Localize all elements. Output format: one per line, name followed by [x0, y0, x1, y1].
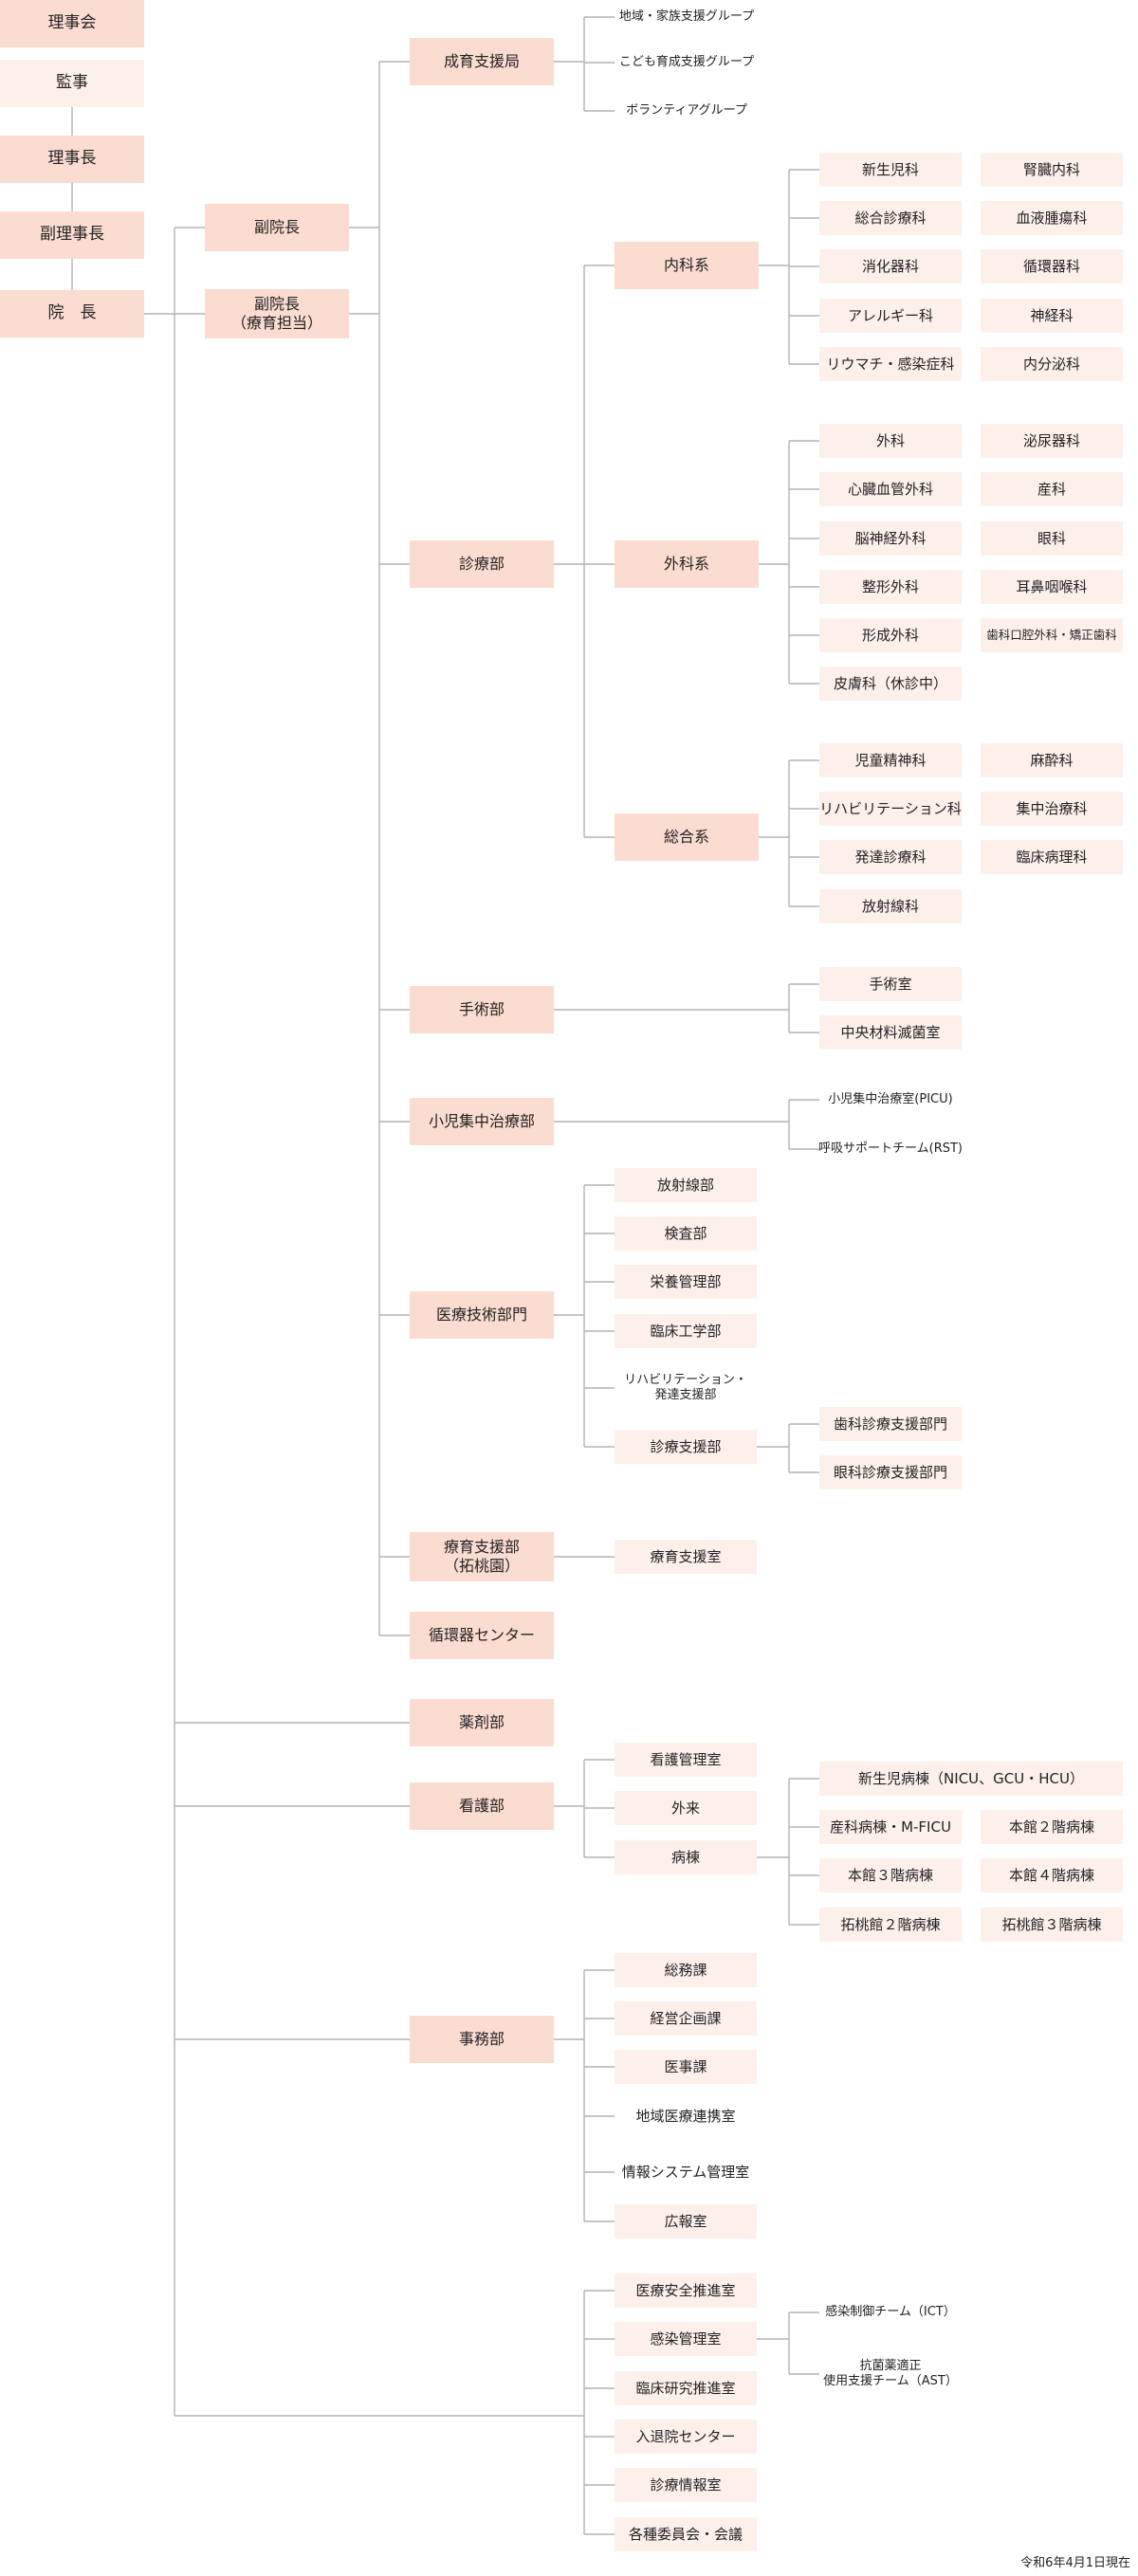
box-naika-dept: 循環器科: [981, 249, 1123, 283]
box-other-item: 感染管理室: [615, 2322, 757, 2356]
box-picu: 小児集中治療部: [410, 1098, 554, 1145]
box-other-item: 臨床研究推進室: [615, 2371, 757, 2405]
box-jimu-item: 広報室: [615, 2204, 757, 2238]
box-seiiku-group: ボランティアグループ: [615, 94, 759, 128]
box-other-item: 医療安全推進室: [615, 2274, 757, 2308]
box-iryogijutsu-item: 診療支援部: [615, 1430, 757, 1464]
box-naika-dept: 新生児科: [819, 153, 962, 187]
box-shujutsu: 手術部: [410, 986, 554, 1033]
box-yakuzai: 薬剤部: [410, 1699, 554, 1746]
box-seiiku-group: 地域・家族支援グループ: [615, 0, 759, 34]
box-shinryoshien-item: 眼科診療支援部門: [819, 1455, 962, 1489]
box-kango: 看護部: [410, 1782, 554, 1830]
box-jimu-item: 経営企画課: [615, 2001, 757, 2036]
box-jimu-item: 地域医療連携室: [615, 2099, 757, 2133]
box-naika-dept: 内分泌科: [981, 347, 1123, 381]
box-byoto-ward: 本館４階病棟: [981, 1858, 1123, 1892]
box-geka-dept: 産科: [981, 472, 1123, 506]
box-iryogijutsu: 医療技術部門: [410, 1291, 554, 1339]
box-jimu-item: 情報システム管理室: [615, 2155, 757, 2189]
box-naika-dept: 総合診療科: [819, 201, 962, 235]
box-kango-item: 病棟: [615, 1840, 757, 1874]
box-geka-dept: 皮膚科（休診中）: [819, 667, 962, 701]
box-geka: 外科系: [615, 540, 759, 588]
box-sogo-dept: リハビリテーション科: [819, 792, 962, 826]
box-ryoikushien-item: 療育支援室: [615, 1540, 757, 1574]
box-other-item: 各種委員会・会議: [615, 2517, 757, 2551]
date-footer: 令和6年4月1日現在: [1020, 2556, 1130, 2570]
box-jimu-item: 総務課: [615, 1953, 757, 1987]
box-shujutsu-item: 中央材料滅菌室: [819, 1015, 962, 1050]
box-iryogijutsu-item: 放射線部: [615, 1168, 757, 1202]
box-naika-dept: 血液腫瘍科: [981, 201, 1123, 235]
box-iryogijutsu-item: 栄養管理部: [615, 1265, 757, 1299]
box-byoto-ward: 本館３階病棟: [819, 1858, 962, 1892]
box-geka-dept: 整形外科: [819, 570, 962, 604]
box-geka-dept: 心臓血管外科: [819, 472, 962, 506]
box-junkanki: 循環器センター: [410, 1612, 554, 1659]
box-byoto-ward: 産科病棟・M-FICU: [819, 1810, 962, 1844]
box-rijicho: 理事長: [0, 136, 144, 183]
box-naika-dept: 消化器科: [819, 249, 962, 283]
box-kanji: 監事: [0, 60, 144, 107]
box-geka-dept: 形成外科: [819, 618, 962, 652]
box-shinryoshien-item: 歯科診療支援部門: [819, 1407, 962, 1441]
box-geka-dept: 脳神経外科: [819, 521, 962, 556]
box-iryogijutsu-item: リハビリテーション・ 発達支援部: [615, 1365, 757, 1411]
box-other-item: 入退院センター: [615, 2420, 757, 2454]
box-shujutsu-item: 手術室: [819, 967, 962, 1001]
box-geka-dept: 耳鼻咽喉科: [981, 570, 1123, 604]
box-jimu: 事務部: [410, 2016, 554, 2063]
box-naika-dept: 腎臓内科: [981, 153, 1123, 187]
box-geka-dept: 歯科口腔外科・矯正歯科: [981, 618, 1123, 652]
box-sogo-dept: 児童精神科: [819, 743, 962, 777]
box-sogo: 総合系: [615, 813, 759, 861]
box-sogo-dept: 発達診療科: [819, 840, 962, 874]
box-sogo-dept: 集中治療科: [981, 792, 1123, 826]
box-kansen-team: 感染制御チーム（ICT）: [819, 2295, 962, 2329]
box-byoto-ward: 拓桃館３階病棟: [981, 1908, 1123, 1942]
box-sogo-dept: 放射線科: [819, 889, 962, 923]
box-byoto-ward: 本館２階病棟: [981, 1810, 1123, 1844]
box-naika-dept: 神経科: [981, 299, 1123, 333]
box-seiiku-group: こども育成支援グループ: [615, 46, 759, 80]
box-naika: 内科系: [615, 242, 759, 289]
box-shinryo: 診療部: [410, 540, 554, 588]
box-jimu-item: 医事課: [615, 2050, 757, 2084]
box-sogo-dept: 麻酔科: [981, 743, 1123, 777]
box-incho: 院 長: [0, 290, 144, 338]
box-ryoikushien: 療育支援部 （拓桃園）: [410, 1532, 554, 1581]
box-kansen-team: 抗菌薬適正 使用支援チーム（AST）: [819, 2349, 962, 2399]
box-kango-item: 看護管理室: [615, 1743, 757, 1777]
box-seiiku: 成育支援局: [410, 38, 554, 85]
box-picu-item: 小児集中治療室(PICU): [819, 1083, 962, 1117]
box-other-item: 診療情報室: [615, 2468, 757, 2502]
box-picu-item: 呼吸サポートチーム(RST): [818, 1132, 963, 1166]
box-rijikai: 理事会: [0, 0, 144, 47]
box-naika-dept: アレルギー科: [819, 299, 962, 333]
box-fukurijicho: 副理事長: [0, 211, 144, 259]
box-geka-dept: 眼科: [981, 521, 1123, 556]
box-kango-item: 外来: [615, 1791, 757, 1825]
box-sogo-dept: 臨床病理科: [981, 840, 1123, 874]
box-fukuincho-ryoiku: 副院長 （療育担当）: [205, 289, 349, 338]
box-iryogijutsu-item: 臨床工学部: [615, 1314, 757, 1348]
box-geka-dept: 外科: [819, 424, 962, 458]
box-byoto-ward: 新生児病棟（NICU、GCU・HCU）: [819, 1762, 1123, 1796]
box-byoto-ward: 拓桃館２階病棟: [819, 1908, 962, 1942]
box-iryogijutsu-item: 検査部: [615, 1216, 757, 1251]
box-geka-dept: 泌尿器科: [981, 424, 1123, 458]
box-fukuincho: 副院長: [205, 204, 349, 251]
box-naika-dept: リウマチ・感染症科: [819, 347, 962, 381]
